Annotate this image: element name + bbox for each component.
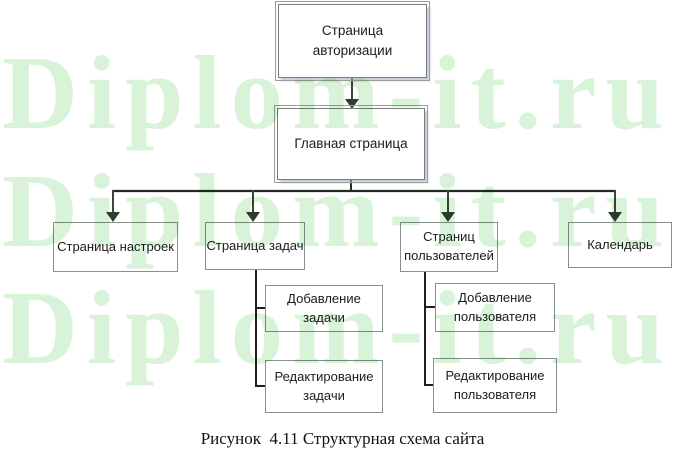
node-authorization-page: Страница авторизации [275, 1, 430, 81]
arrowhead-auth-to-main [345, 99, 359, 109]
node-add-task-label: Добавление задачи [287, 290, 361, 325]
node-calendar-page-label: Календарь [587, 236, 653, 252]
node-users-page-label: Страниц пользователей [404, 229, 494, 263]
node-add-user-label: Добавление пользователя [453, 289, 537, 324]
arrowhead-to-users [441, 212, 455, 222]
node-tasks-page-label: Страница задач [206, 237, 304, 253]
node-edit-user: Редактирование пользователя [433, 358, 557, 413]
node-edit-task-label: Редактирование задачи [274, 368, 374, 403]
node-edit-user-label: Редактирование пользователя [445, 367, 545, 402]
node-settings-page-label: Страница настроек [57, 238, 174, 254]
figure-caption: Рисунок 4.11 Структурная схема сайта [200, 429, 485, 448]
arrowhead-to-calendar [608, 212, 622, 222]
node-settings-page: Страница настроек [53, 222, 178, 272]
arrowhead-to-tasks [246, 212, 260, 222]
node-users-page: Страниц пользователей [400, 222, 498, 272]
node-main-page: Главная страница [274, 105, 428, 183]
node-add-task: Добавление задачи [265, 285, 383, 332]
node-edit-task: Редактирование задачи [265, 360, 383, 413]
node-calendar-page: Календарь [568, 222, 672, 268]
node-authorization-page-label: Страница авторизации [312, 23, 393, 58]
node-add-user: Добавление пользователя [435, 283, 555, 332]
node-tasks-page: Страница задач [205, 222, 305, 270]
arrowhead-to-settings [106, 212, 120, 222]
node-main-page-label: Главная страница [294, 136, 408, 152]
